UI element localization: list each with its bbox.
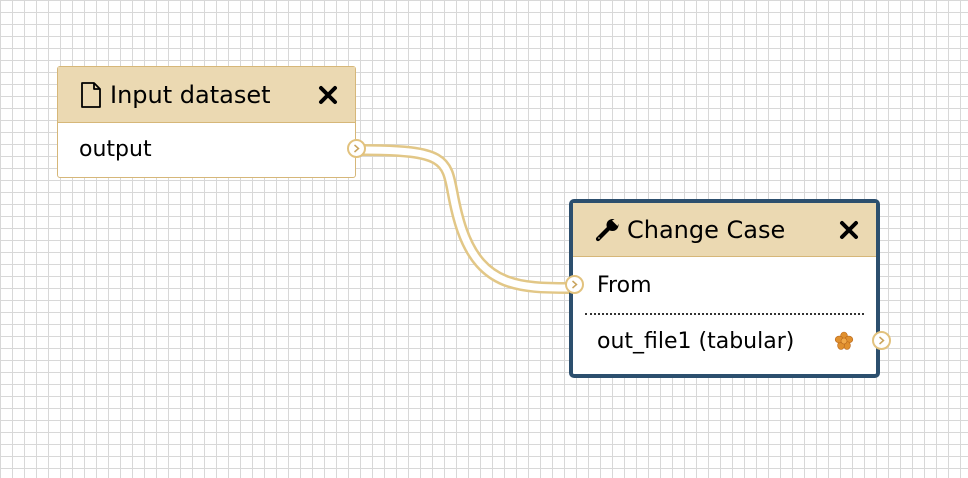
output-label: out_file1 (tabular) [597, 328, 795, 354]
row-divider [585, 313, 864, 315]
asterisk-icon[interactable] [834, 331, 854, 351]
output-terminal[interactable] [347, 139, 366, 158]
wrench-icon [595, 215, 621, 245]
node-title: Input dataset [110, 80, 271, 109]
node-title: Change Case [627, 215, 786, 244]
connector-outer [357, 144, 576, 294]
output-terminal[interactable] [872, 331, 891, 350]
node-input-dataset[interactable]: Input dataset output [57, 66, 366, 178]
file-icon [78, 80, 104, 110]
close-icon[interactable] [315, 82, 341, 108]
node-title-bar[interactable]: Change Case [573, 203, 876, 257]
close-icon[interactable] [836, 217, 862, 243]
input-label: From [597, 272, 652, 298]
input-terminal[interactable] [565, 275, 584, 294]
node-change-case[interactable]: Change Case From out_file1 (tabular) [565, 199, 891, 378]
output-row: output [58, 123, 366, 175]
output-row: out_file1 (tabular) [573, 313, 891, 369]
connector-inner [359, 146, 574, 292]
input-row: From [565, 257, 876, 313]
output-label: output [79, 136, 152, 162]
node-title-bar[interactable]: Input dataset [58, 67, 355, 123]
